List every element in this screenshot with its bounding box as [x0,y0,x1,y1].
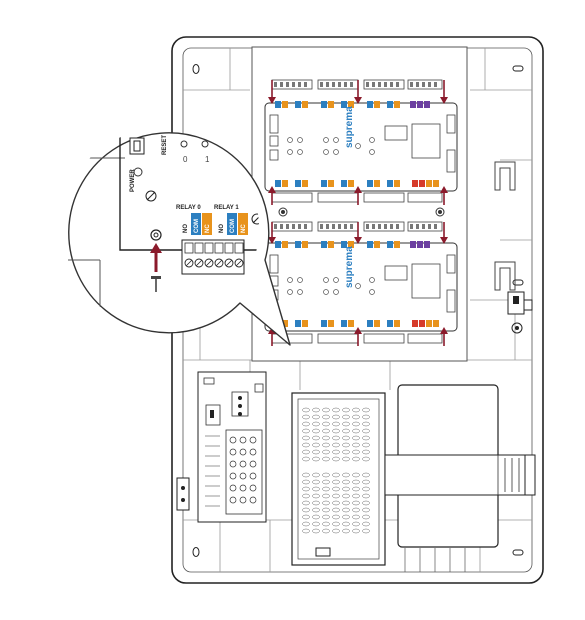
arrow-upper-top-right [440,80,448,104]
power-label: POWER [130,169,136,192]
terminal-label-nc: NC [241,224,247,233]
arrow-lower-top-left [268,222,276,244]
tamper-switch [507,291,533,334]
terminal-swatch-2 [202,213,212,235]
arrow-lower-bottom-mid [354,327,362,346]
right-brackets [494,161,516,291]
plate-screws [278,207,445,217]
relay1-label: RELAY 1 [214,205,239,211]
controller-board-upper: suprema [264,79,458,203]
power-supply-board [197,371,267,523]
reset-label: RESET [162,135,168,155]
battery [384,384,536,572]
screw-arrows [268,80,448,346]
relay0-label: RELAY 0 [176,205,201,211]
arrow-upper-top-left [268,80,276,104]
callout-bubble [68,132,291,346]
arrow-upper-bottom-mid [354,186,362,205]
terminal-swatch-4 [227,213,237,235]
psu-cage [291,392,386,566]
terminal-label-com: COM [194,219,200,233]
terminal-label-no: NO [183,224,189,233]
arrow-upper-bottom-left [268,186,276,205]
zoom-screw [151,276,161,292]
arrow-lower-top-right [440,222,448,244]
arrow-lower-top-mid [354,222,362,244]
brand-logo-lower: suprema [344,246,355,288]
zoom-arrow [150,243,162,272]
terminal-label-nc: NC [205,224,211,233]
terminal-swatch-1 [191,213,201,235]
left-bracket [176,477,190,511]
arrow-upper-bottom-right [440,186,448,205]
arrow-upper-top-mid [354,80,362,104]
zoom-callout: RESET 0 1 POWER RELAY 0 RELAY 1 NO COM NC N… [61,129,291,346]
arrow-lower-bottom-right [440,327,448,346]
terminal-label-no: NO [219,224,225,233]
terminal-swatch-5 [238,213,248,235]
svg-text:1: 1 [205,155,210,164]
terminal-swatch-3 [216,213,226,235]
brand-logo-upper: suprema [344,106,355,148]
controller-board-lower: suprema [264,221,458,344]
svg-text:0: 0 [183,155,188,164]
terminal-swatch-0 [180,213,190,235]
terminal-label-com: COM [230,219,236,233]
